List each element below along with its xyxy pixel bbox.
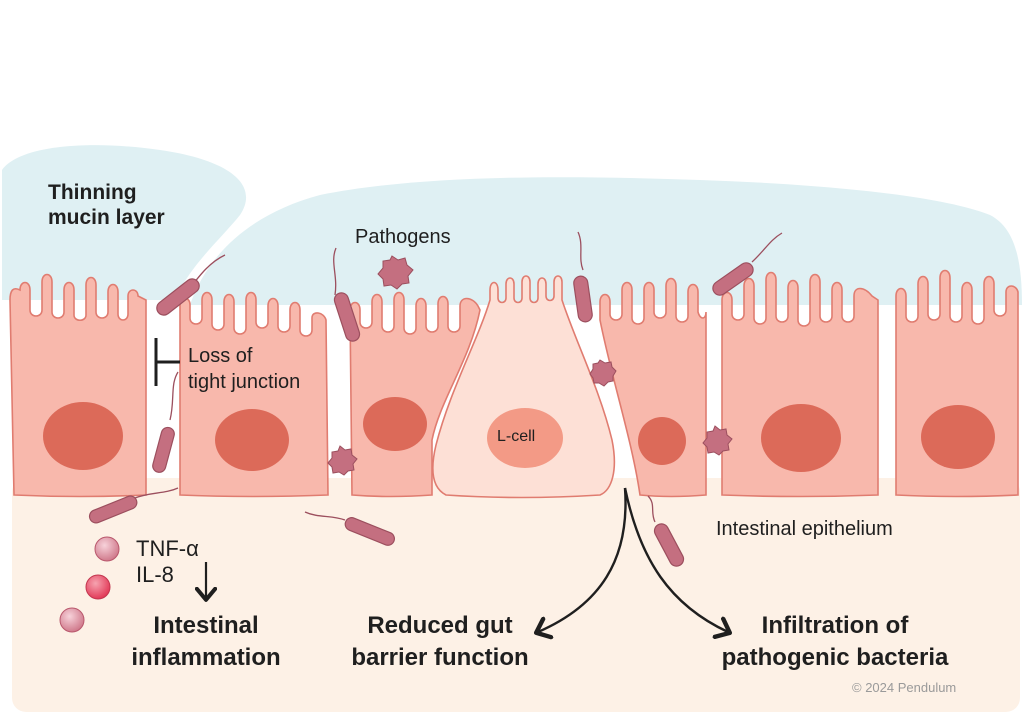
mucin-label-line1: Thinning: [48, 181, 137, 204]
lamina-propria: [12, 478, 1020, 712]
nuclei: [43, 397, 995, 472]
l-cell-nucleus: [487, 408, 563, 468]
barrier-label: Reduced gut barrier function: [330, 610, 550, 674]
infiltration-label-line2: pathogenic bacteria: [721, 644, 949, 671]
tight-junction-label-line1: Loss of: [188, 345, 253, 367]
bacteria: [88, 231, 783, 567]
bacterium-icon: [647, 495, 685, 567]
bacterium-icon: [156, 254, 226, 316]
infiltration-label-line1: Infiltration of: [761, 612, 909, 639]
bacterium-icon: [304, 511, 395, 546]
nucleus: [921, 405, 995, 469]
inflammation-label-line2: inflammation: [131, 644, 281, 671]
copyright-label: © 2024 Pendulum: [852, 680, 957, 695]
cytokine-dot-icon: [85, 574, 111, 600]
pathogen-blob-icon: [377, 255, 414, 290]
l-cell: [432, 275, 616, 499]
pathogen-blob-icon: [589, 359, 617, 387]
nucleus: [363, 397, 427, 451]
tight-junction-label-line2: tight junction: [188, 371, 301, 393]
inflammation-label: Intestinal inflammation: [116, 610, 296, 674]
epithelium-label: Intestinal epithelium: [716, 518, 893, 540]
mucin-layer-right: [190, 177, 1022, 305]
bacterium-icon: [333, 247, 361, 342]
bacterium-icon: [712, 232, 783, 296]
mucin-label: Thinning mucin layer: [48, 180, 165, 230]
bacterium-icon: [152, 371, 179, 473]
bacterium-icon: [573, 231, 593, 323]
nucleus: [215, 409, 289, 471]
infiltration-label: Infiltration of pathogenic bacteria: [690, 610, 980, 674]
il8-label: IL-8: [136, 562, 174, 587]
mucin-label-line2: mucin layer: [48, 206, 165, 229]
pathogens: [327, 255, 733, 476]
pathogen-blob-icon: [702, 425, 733, 456]
barrier-label-line1: Reduced gut: [367, 612, 513, 639]
bacterium-icon: [88, 487, 179, 524]
curved-arrow-icon: [538, 487, 627, 632]
nucleus: [43, 402, 123, 470]
nucleus: [761, 404, 841, 472]
epithelial-cell: [599, 277, 707, 498]
epithelial-cells: [9, 269, 1019, 499]
inflammation-label-line1: Intestinal: [153, 612, 259, 639]
cytokine-dot-icon: [59, 607, 85, 633]
inhibition-bar-icon: [154, 338, 180, 386]
cytokine-dot-icon: [94, 536, 120, 562]
barrier-label-line2: barrier function: [351, 644, 529, 671]
pathogens-label: Pathogens: [355, 226, 451, 248]
pathogen-blob-icon: [327, 445, 358, 476]
tnf-label: TNF-α: [136, 536, 199, 561]
curved-arrow-icon: [623, 487, 728, 632]
mucin-layer-left: [2, 145, 247, 300]
l-cell-label: L-cell: [497, 428, 536, 445]
nucleus: [638, 417, 686, 465]
tight-junction-label: Loss of tight junction: [188, 343, 300, 395]
